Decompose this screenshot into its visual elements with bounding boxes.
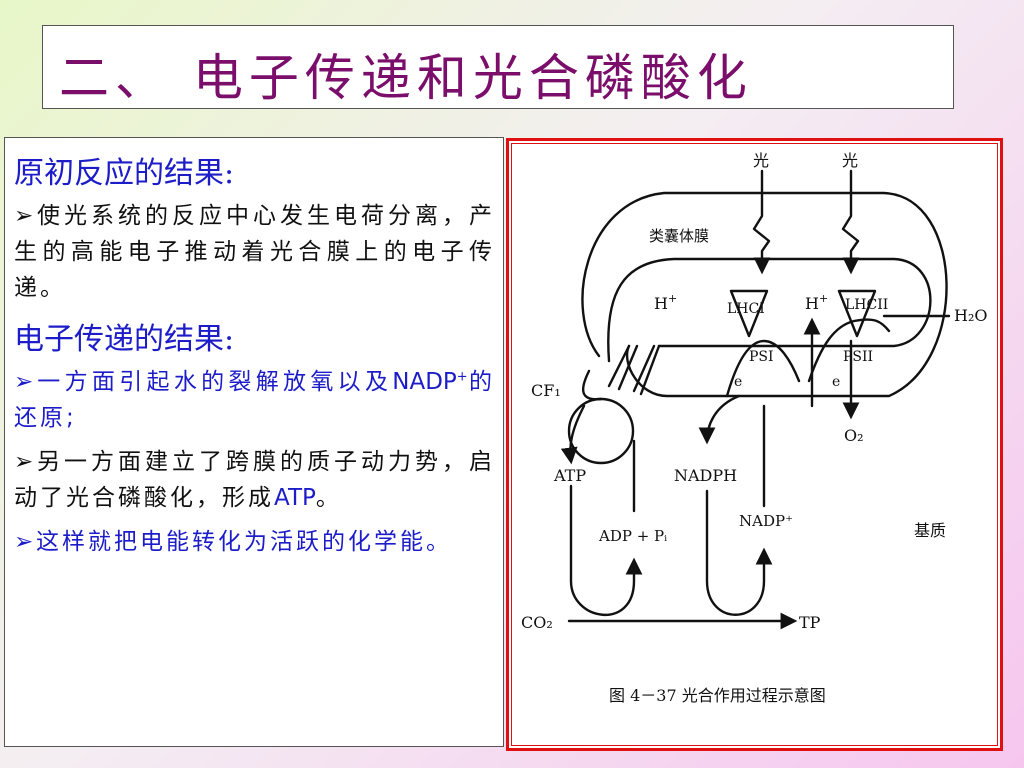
nadp-plus-label: NADP⁺ [739,512,793,530]
nadp-term: NADP [392,369,457,395]
co2-label: CO₂ [521,613,553,632]
bullet-water-splitting-tail: 的还原; [14,369,496,431]
photosynthesis-diagram: 光 光 类囊体膜 H+ LHCI H+ LHCII H₂O PSI PSII C… [521,151,987,705]
heading-primary-reaction: 原初反应的结果: [14,156,235,191]
lhcii-label: LHCII [845,297,888,313]
psii-label: PSII [843,349,873,365]
bullet-water-splitting: ➢一方面引起水的裂解放氧以及NADP+的还原; [14,364,495,436]
bullet-proton-motive-force-tail: 。 [315,485,342,511]
light-label-1: 光 [753,151,769,170]
bullet-water-splitting-text: 一方面引起水的裂解放氧以及 [36,369,393,395]
electron-label-1: e [734,374,742,390]
h2o-label: H₂O [954,306,987,325]
cf1-label: CF₁ [531,381,561,400]
h-plus-left: H+ [654,292,677,313]
thylakoid-outer-membrane [581,191,948,398]
adp-pi-label: ADP + Pᵢ [598,527,667,545]
h-plus-mid-sup: + [819,292,828,305]
arrow-bullet-icon: ➢ [14,203,34,229]
psi-complex [725,339,801,398]
atp-cycle [569,484,643,617]
left-text-panel: 原初反应的结果: ➢使光系统的反应中心发生电荷分离，产生的高能电子推动着光合膜上… [4,137,504,747]
cf1-channel [607,344,661,396]
nadp-superscript: + [456,369,468,385]
light-zigzag-2 [841,169,860,275]
bullet-charge-separation: ➢使光系统的反应中心发生电荷分离，产生的高能电子推动着光合膜上的电子传递。 [14,198,495,306]
stroma-label: 基质 [914,521,946,540]
bullet-proton-motive-force: ➢另一方面建立了跨膜的质子动力势，启动了光合磷酸化，形成ATP。 [14,444,495,516]
bullet-energy-conversion-text: 这样就把电能转化为活跃的化学能。 [36,529,452,555]
psii-complex [807,318,891,383]
tp-label: TP [799,613,821,632]
figure-caption: 图 4－37 光合作用过程示意图 [609,686,826,705]
diagram-panel: 光 光 类囊体膜 H+ LHCI H+ LHCII H₂O PSI PSII C… [506,138,1003,751]
h-plus-left-sup: + [668,292,677,305]
bullet-energy-conversion: ➢这样就把电能转化为活跃的化学能。 [14,524,495,560]
atp-arrow [560,404,586,465]
psi-label: PSI [749,349,774,365]
bullet-charge-separation-text: 使光系统的反应中心发生电荷分离，产生的高能电子推动着光合膜上的电子传递。 [14,203,495,301]
cf1-head [567,397,635,465]
h-plus-mid: H+ [805,292,828,313]
bullet-proton-motive-force-text: 另一方面建立了跨膜的质子动力势，启动了光合磷酸化，形成 [14,449,495,511]
atp-term: ATP [274,485,316,511]
heading-electron-transport: 电子传递的结果: [14,322,235,357]
nadph-label: NADPH [674,466,737,485]
electron-label-2: e [832,374,840,390]
nadph-arrow [698,394,741,445]
lhci-label: LHCI [727,301,765,317]
lhci-triangle [729,289,769,338]
title-box: 二、 电子传递和光合磷酸化 [42,25,954,109]
membrane-label: 类囊体膜 [649,227,709,245]
o2-label: O₂ [844,426,864,445]
light-label-2: 光 [842,151,858,170]
slide-title: 二、 电子传递和光合磷酸化 [59,49,753,107]
nadph-cycle [705,489,773,616]
lhcii-triangle [837,289,877,338]
arrow-bullet-icon: ➢ [14,369,34,395]
thylakoid-inner-membrane [607,257,932,363]
light-zigzag-1 [752,169,771,275]
arrow-bullet-icon: ➢ [14,529,34,555]
cf1-stalk [581,369,603,401]
atp-label: ATP [553,466,586,485]
arrow-bullet-icon: ➢ [14,449,34,475]
